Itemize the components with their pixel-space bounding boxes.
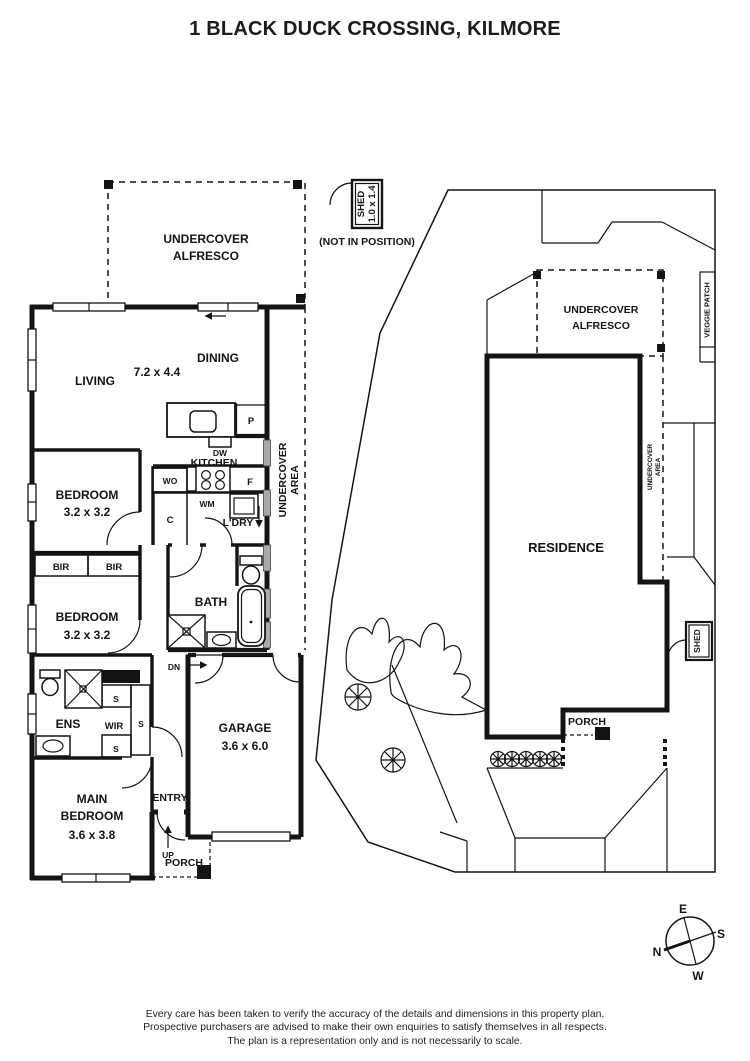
up-label: UP — [162, 850, 174, 860]
compass-west: W — [692, 969, 704, 983]
veggie-patch-label: VEGGIE PATCH — [703, 282, 712, 338]
compass-north: N — [653, 945, 662, 959]
main-bedroom-dims: 3.6 x 3.8 — [69, 828, 116, 842]
site-boundary — [315, 189, 716, 873]
disclaimer-line-1: Every care has been taken to verify the … — [145, 1009, 605, 1020]
garage-walls — [185, 652, 304, 842]
alfresco-area: UNDERCOVER ALFRESCO — [104, 180, 306, 308]
residence-label: RESIDENCE — [528, 540, 604, 555]
laundry-label: L'DRY — [223, 517, 254, 529]
room-labels: LIVING 7.2 x 4.4 DINING P DW KITCHEN WO … — [53, 351, 301, 869]
bedroom2-label: BEDROOM — [56, 488, 119, 502]
site-alfresco-label-1: UNDERCOVER — [564, 304, 639, 316]
site-alfresco-label-2: ALFRESCO — [572, 320, 630, 332]
tree-icons — [344, 683, 406, 773]
dining-label: DINING — [197, 351, 239, 365]
veggie-patch: VEGGIE PATCH — [699, 271, 716, 363]
washing-machine-label: WM — [199, 499, 214, 509]
porch-label: PORCH — [165, 857, 203, 869]
bedroom2-dims: 3.2 x 3.2 — [64, 505, 111, 519]
garage-label: GARAGE — [219, 721, 272, 735]
site-alfresco: UNDERCOVER ALFRESCO — [486, 269, 665, 357]
disclaimer: Every care has been taken to verify the … — [0, 1008, 750, 1048]
site-undercover-label-2: AREA — [655, 457, 662, 476]
undercover-area-label-1: UNDERCOVER — [277, 442, 289, 517]
fridge-label: F — [247, 477, 253, 488]
main-bedroom-label-1: MAIN — [77, 792, 108, 806]
shed-note: (NOT IN POSITION) — [319, 236, 415, 248]
site-corner-lines — [541, 190, 716, 251]
garden-beds — [345, 617, 488, 716]
site-undercover-area: UNDERCOVER AREA — [647, 356, 716, 586]
bir1-label: BIR — [53, 562, 70, 573]
shelf-3-label: S — [113, 744, 119, 754]
living-dining-dims: 7.2 x 4.4 — [134, 365, 181, 379]
site-porch: PORCH — [561, 716, 667, 766]
kitchen-label: KITCHEN — [191, 457, 238, 469]
compass-rose: E S W N — [653, 902, 725, 983]
compass-south: S — [717, 927, 725, 941]
bath-fixtures — [167, 555, 266, 649]
pantry-label: P — [248, 416, 255, 427]
windows — [27, 302, 271, 883]
left-floor-plan: UNDERCOVER ALFRESCO SHED 1.0 x 1.4 (NOT … — [27, 178, 415, 883]
undercover-area-label-2: AREA — [289, 465, 301, 495]
cupboard-label: C — [167, 515, 174, 526]
compass-east: E — [679, 902, 687, 916]
wall-oven-label: WO — [163, 476, 178, 486]
alfresco-label-1: UNDERCOVER — [163, 232, 249, 246]
dishwasher-label: DW — [213, 448, 228, 458]
site-porch-label: PORCH — [568, 716, 606, 728]
living-label: LIVING — [75, 374, 115, 388]
entry-label: ENTRY — [152, 792, 187, 804]
ensuite-label: ENS — [56, 717, 81, 731]
shelf-2-label: S — [138, 719, 144, 729]
shrub-icons — [489, 750, 563, 768]
shed-dims: 1.0 x 1.4 — [367, 185, 378, 223]
driveway — [486, 658, 668, 872]
site-residence: RESIDENCE — [484, 353, 670, 740]
kitchen-fixtures — [152, 402, 259, 519]
entry-porch — [152, 312, 263, 879]
page-title: 1 BLACK DUCK CROSSING, KILMORE — [189, 18, 561, 40]
bedroom3-dims: 3.2 x 3.2 — [64, 628, 111, 642]
site-shed-label: SHED — [692, 629, 702, 653]
disclaimer-line-2: Prospective purchasers are advised to ma… — [143, 1022, 607, 1034]
shelf-1-label: S — [113, 694, 119, 704]
interior-walls — [30, 403, 267, 878]
site-plan: VEGGIE PATCH UNDERCOVER ALFRESCO RESIDEN… — [315, 189, 716, 873]
bedroom3-label: BEDROOM — [56, 610, 119, 624]
floor-plan-drawing: UNDERCOVER ALFRESCO SHED 1.0 x 1.4 (NOT … — [27, 178, 725, 983]
shed-label: SHED — [356, 191, 367, 218]
alfresco-label-2: ALFRESCO — [173, 249, 239, 263]
ensuite-fixtures — [35, 669, 103, 757]
wir-label: WIR — [105, 721, 124, 732]
dn-label: DN — [168, 662, 180, 672]
bir2-label: BIR — [106, 562, 123, 573]
bath-label: BATH — [195, 595, 227, 609]
main-bedroom-label-2: BEDROOM — [61, 809, 124, 823]
garage-dims: 3.6 x 6.0 — [222, 739, 269, 753]
shed-not-in-position: SHED 1.0 x 1.4 (NOT IN POSITION) — [319, 178, 415, 248]
door-arcs — [106, 511, 301, 841]
disclaimer-line-3: The plan is a representation only and is… — [227, 1035, 523, 1047]
site-undercover-label-1: UNDERCOVER — [647, 444, 654, 491]
site-shed: SHED — [667, 620, 714, 662]
shrub-row — [487, 750, 563, 769]
